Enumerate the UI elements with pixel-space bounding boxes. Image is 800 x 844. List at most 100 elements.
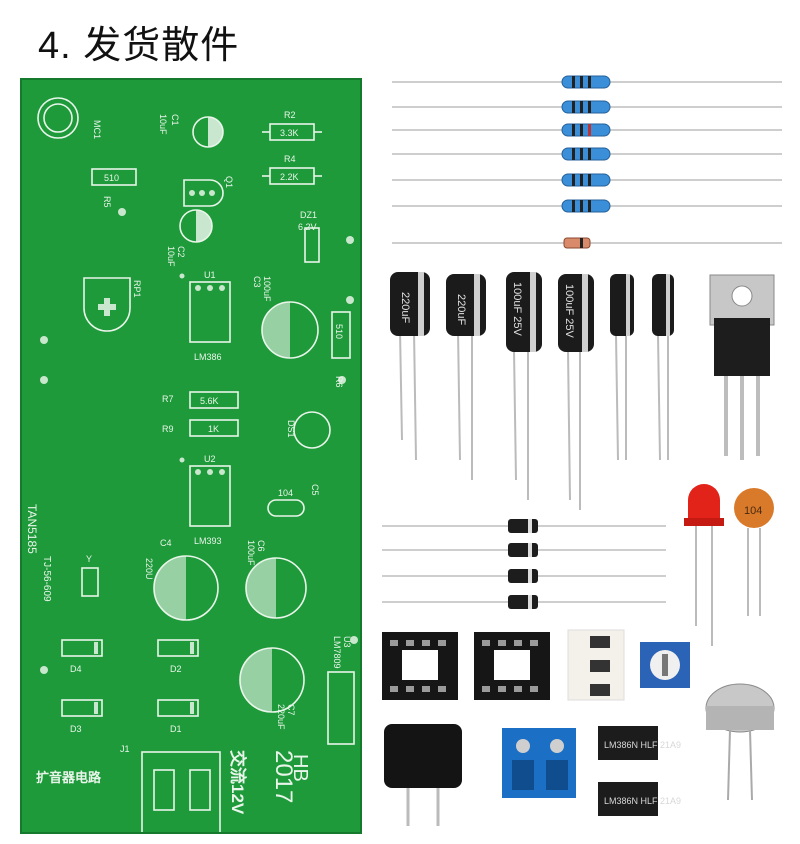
ic-socket-2 — [474, 632, 550, 700]
label-y: Y — [86, 554, 92, 564]
label-c3: C3 — [252, 276, 262, 288]
label-r9-value: 1K — [208, 424, 219, 434]
resistor-2 — [561, 100, 611, 114]
d2-outline — [157, 639, 199, 657]
ic-lm386-1: LM386N HLF 21A9 — [598, 726, 681, 760]
ic-socket-1 — [382, 632, 458, 700]
label-c1-value: 10uF — [158, 114, 168, 135]
pcb-silkscreen: MC1 C1 10uF R2 3.3K R4 2.2K Q1 510 R5 C2… — [25, 97, 358, 832]
r6-outline — [331, 311, 351, 359]
u1-outline — [189, 281, 231, 343]
label-u2-value: LM393 — [194, 536, 222, 546]
label-d2: D2 — [170, 664, 182, 674]
r7-outline — [189, 391, 239, 409]
board-version: HB — [289, 754, 311, 782]
label-r4-value: 2.2K — [280, 172, 299, 182]
component-illustrations: 220uF 220uF 100uF 25V 100uF 25V 104 — [382, 75, 782, 826]
cap3-label: 100uF 25V — [511, 282, 523, 336]
label-r7: R7 — [162, 394, 174, 404]
label-ds1: DS1 — [286, 420, 296, 438]
label-r5-value: 510 — [104, 173, 119, 183]
board-code: TJ-56-609 — [41, 556, 52, 602]
board-year: 2017 — [270, 750, 297, 803]
cap2-label: 220uF — [455, 294, 467, 325]
mc1-inner — [43, 103, 73, 133]
r9-outline — [189, 419, 239, 437]
label-u3: U3 — [342, 636, 352, 648]
board-model: TAN5185 — [25, 504, 39, 554]
label-c6: C6 — [256, 540, 266, 552]
label-r7-value: 5.6K — [200, 396, 219, 406]
label-q1: Q1 — [224, 176, 234, 188]
board-power-label: 交流12V — [228, 750, 248, 815]
label-r9: R9 — [162, 424, 174, 434]
label-c2: C2 — [176, 246, 186, 258]
label-mc1: MC1 — [92, 120, 102, 139]
label-c4: C4 — [160, 538, 172, 548]
label-r4: R4 — [284, 154, 296, 164]
c5-outline — [267, 499, 305, 517]
label-c4-value: 220U — [144, 558, 154, 580]
voltage-regulator — [709, 274, 775, 460]
buzzer — [384, 724, 462, 826]
cap1-label: 220uF — [399, 292, 411, 323]
label-u1: U1 — [204, 270, 216, 280]
label-c3-value: 100uF — [262, 276, 272, 302]
resistor-3 — [561, 123, 611, 137]
j1-outline — [141, 751, 221, 832]
label-c1: C1 — [170, 114, 180, 126]
label-u2: U2 — [204, 454, 216, 464]
label-d3: D3 — [70, 724, 82, 734]
label-d4: D4 — [70, 664, 82, 674]
label-r6: R6 — [334, 376, 344, 388]
label-c6-value: 100uF — [246, 540, 256, 566]
terminal-block — [502, 728, 576, 798]
resistor-1 — [561, 75, 611, 89]
label-u3-value: LM7809 — [332, 636, 342, 669]
rp1-outline — [83, 277, 131, 332]
led-red — [684, 484, 724, 646]
label-j1: J1 — [120, 744, 130, 754]
rectifier-diodes — [508, 519, 538, 609]
capacitor-small-1 — [610, 274, 634, 336]
r5-outline — [91, 168, 137, 186]
label-dz1: DZ1 — [300, 210, 317, 220]
u3-outline — [327, 671, 355, 745]
label-c7: C7 — [286, 704, 296, 716]
electret-microphone — [705, 683, 775, 801]
label-u1-value: LM386 — [194, 352, 222, 362]
d1-outline — [157, 699, 199, 717]
resistor-4 — [561, 147, 611, 161]
label-c2-value: 10uF — [166, 246, 176, 267]
ic1-label: LM386N HLF 21A9 — [604, 740, 681, 750]
q1-outline — [183, 179, 224, 207]
zener-diode — [563, 237, 591, 249]
trimmer-potentiometer — [640, 642, 690, 688]
d3-outline — [61, 699, 103, 717]
d4-outline — [61, 639, 103, 657]
label-rp1: RP1 — [132, 280, 142, 298]
resistor-5 — [561, 173, 611, 187]
label-c7-value: 220uF — [276, 704, 286, 730]
resistor-6 — [561, 199, 611, 213]
page-title: 4. 发货散件 — [38, 25, 240, 67]
label-r6-value: 510 — [334, 324, 344, 339]
smd-resistor-strip — [567, 629, 625, 701]
label-r5: R5 — [102, 196, 112, 208]
label-dz1-value: 6.2V — [298, 222, 317, 232]
ceramic-label: 104 — [744, 505, 762, 517]
y-outline — [81, 567, 99, 597]
label-r2-value: 3.3K — [280, 128, 299, 138]
dz1-outline — [304, 227, 320, 263]
ic-lm386-2: LM386N HLF 21A9 — [598, 782, 681, 816]
ds1-outline — [293, 411, 331, 449]
label-c5-value: 104 — [278, 488, 293, 498]
pcb-board: MC1 C1 10uF R2 3.3K R4 2.2K Q1 510 R5 C2… — [20, 78, 362, 834]
label-r2: R2 — [284, 110, 296, 120]
capacitor-small-2 — [652, 274, 674, 336]
ic2-label: LM386N HLF 21A9 — [604, 796, 681, 806]
board-brand: 扩音器电路 — [36, 770, 102, 785]
mc1-outline — [37, 97, 79, 139]
ceramic-capacitor: 104 — [734, 488, 774, 616]
u2-outline — [189, 465, 231, 527]
